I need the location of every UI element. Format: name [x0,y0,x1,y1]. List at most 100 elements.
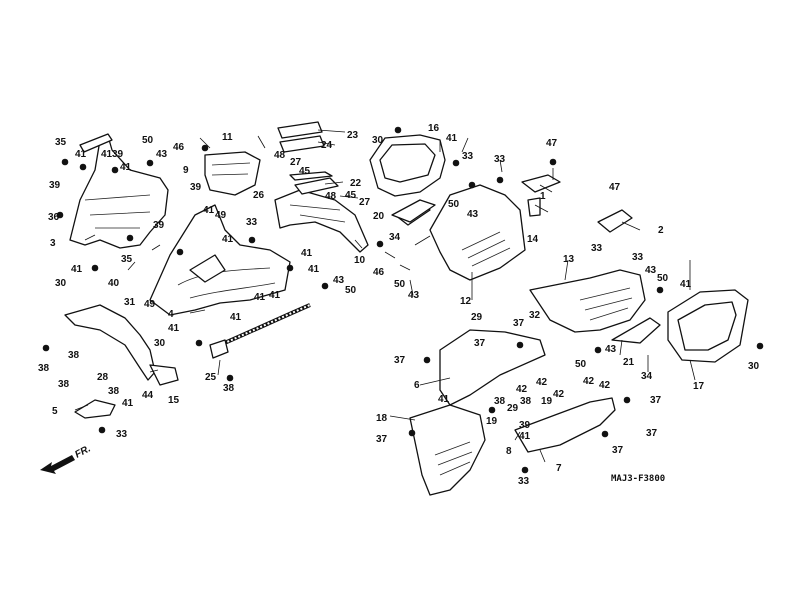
callout-34: 34 [389,232,401,243]
right-cover-part [667,289,749,363]
callout-38f: 38 [520,396,532,407]
callout-27b: 27 [359,197,371,208]
callout-33d: 33 [591,243,603,254]
callout-42: 42 [536,377,548,388]
callout-43c: 43 [467,209,479,220]
callout-38c: 38 [58,379,70,390]
callout-49: 49 [215,210,227,221]
callout-labels: 1 2 3 4 5 6 7 8 9 10 11 12 13 14 15 16 1… [38,123,760,487]
callout-42e: 42 [599,380,611,391]
callout-41o: 41 [122,398,134,409]
callout-50f: 50 [575,359,587,370]
callout-48: 48 [274,150,286,161]
callout-2: 2 [658,225,664,236]
callout-43e: 43 [645,265,657,276]
callout-20: 20 [373,211,385,222]
callout-29b: 29 [507,403,519,414]
callout-30c: 30 [154,338,166,349]
callout-41p: 41 [438,394,450,405]
callout-44: 44 [142,390,154,401]
callout-41l: 41 [168,323,180,334]
callout-50e: 50 [657,273,669,284]
callout-43b: 43 [333,275,345,286]
callout-46: 46 [173,142,185,153]
callout-40: 40 [108,278,120,289]
callout-36: 36 [48,212,60,223]
callout-6: 6 [414,380,420,391]
callout-43: 43 [156,149,168,160]
leader-lines [74,129,696,463]
callout-42d: 42 [583,376,595,387]
callout-41j: 41 [269,290,281,301]
small-brackets-right [391,174,661,344]
callout-41f: 41 [222,234,234,245]
callout-41d: 41 [71,264,83,275]
side-fairing-right [529,269,646,333]
callout-42b: 42 [516,384,528,395]
callout-38d: 38 [108,386,120,397]
callout-21: 21 [623,357,635,368]
callout-14: 14 [527,234,539,245]
air-duct-part [274,189,369,253]
callout-23: 23 [347,130,359,141]
callout-35b: 35 [121,254,133,265]
callout-50: 50 [142,135,154,146]
callout-41e: 41 [203,205,215,216]
callout-3: 3 [50,238,56,249]
fasteners [42,126,764,474]
callout-10: 10 [354,255,366,266]
callout-28: 28 [97,372,109,383]
callout-7: 7 [556,463,562,474]
callout-37b: 37 [513,318,525,329]
upper-bracket-part [69,133,169,249]
mounting-plates [277,121,339,195]
callout-39b: 39 [49,180,61,191]
callout-25: 25 [205,372,217,383]
callout-26: 26 [253,190,265,201]
callout-39d: 39 [153,220,165,231]
callout-37f: 37 [612,445,624,456]
callout-33c: 33 [246,217,258,228]
harness-cable [209,303,311,359]
callout-8: 8 [506,446,512,457]
callout-46b: 46 [373,267,385,278]
callout-38b: 38 [68,350,80,361]
callout-19: 19 [541,396,553,407]
callout-27: 27 [290,157,302,168]
callout-43f: 43 [605,344,617,355]
callout-41g: 41 [301,248,313,259]
callout-35: 35 [55,137,67,148]
lower-left-bracket [64,304,179,419]
callout-37d: 37 [650,395,662,406]
callout-37c: 37 [376,434,388,445]
callout-41q: 41 [519,431,531,442]
callout-43d: 43 [408,290,420,301]
callout-49b: 49 [144,299,156,310]
inner-cowl-panel [204,151,261,196]
callout-19b: 19 [486,416,498,427]
callout-48b: 48 [325,191,337,202]
callout-33: 33 [462,151,474,162]
callout-24: 24 [321,140,333,151]
callout-18: 18 [376,413,388,424]
callout-30b: 30 [55,278,67,289]
callout-16: 16 [428,123,440,134]
side-cowl-left-part [149,204,291,316]
callout-50c: 50 [448,199,460,210]
callout-12: 12 [460,296,472,307]
callout-22: 22 [350,178,362,189]
callout-41k: 41 [230,312,242,323]
callout-33e: 33 [632,252,644,263]
front-direction-indicator: FR. [40,443,93,474]
callout-34b: 34 [641,371,653,382]
callout-38e: 38 [223,383,235,394]
callout-47b: 47 [609,182,621,193]
callout-15: 15 [168,395,180,406]
callout-41h: 41 [308,264,320,275]
callout-41i: 41 [254,292,266,303]
callout-37: 37 [394,355,406,366]
callout-45: 45 [299,166,311,177]
callout-42c: 42 [553,389,565,400]
center-cowl-part [394,184,526,281]
